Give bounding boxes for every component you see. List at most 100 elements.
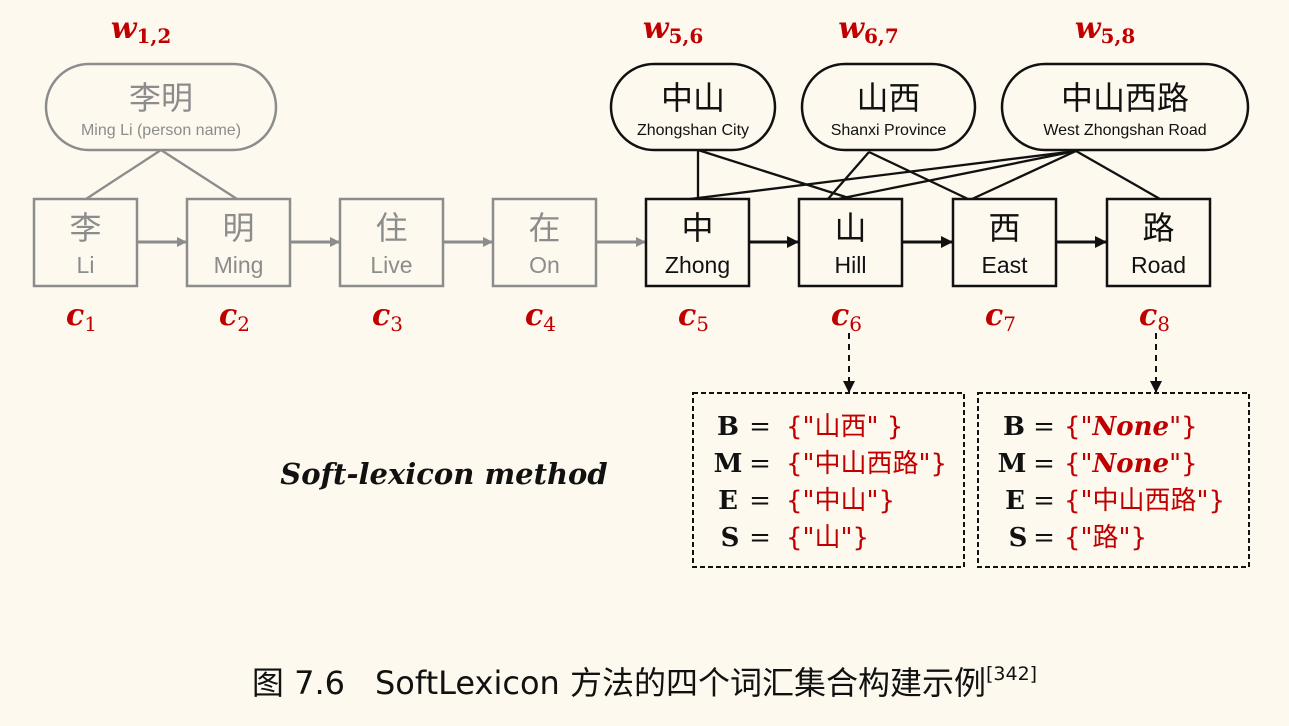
char-label: c5	[678, 298, 709, 336]
set-value: {"中山西路"}	[786, 449, 947, 479]
char-zh: 明	[222, 209, 254, 247]
word-char-edge	[689, 149, 1077, 201]
word-label: w6,7	[838, 11, 899, 48]
caption-text: SoftLexicon 方法的四个词汇集合构建示例	[374, 664, 986, 702]
word-char-edge	[697, 148, 853, 201]
char-zh: 路	[1142, 209, 1174, 247]
set-row-M: M={"None"}	[998, 449, 1198, 479]
word-zh: 中山西路	[1061, 79, 1189, 117]
char-box	[185, 197, 292, 288]
char-label: c1	[66, 298, 97, 336]
set-key: S	[721, 523, 740, 553]
set-value: {"None"}	[1064, 412, 1198, 442]
lexicon-set-c8: B={"None"}M={"None"}E={"中山西路"}S={"路"}	[977, 333, 1250, 568]
word-en: Shanxi Province	[831, 122, 947, 139]
char-label: c4	[525, 298, 556, 336]
set-key: S	[1009, 523, 1028, 553]
char-en: Zhong	[665, 252, 730, 278]
char-node-c3: 住 Live c3	[338, 197, 445, 336]
char-zh: 西	[988, 209, 1020, 247]
word-en: Zhongshan City	[637, 122, 749, 139]
set-equals: =	[1033, 412, 1055, 442]
word-label: w5,6	[643, 11, 704, 48]
set-value: {"中山西路"}	[1064, 486, 1225, 516]
set-key: M	[998, 449, 1027, 479]
char-box	[32, 197, 139, 288]
lexicon-set-c6: B={"山西" }M={"中山西路"}E={"中山"}S={"山"}	[692, 333, 965, 568]
set-row-S: S={"山"}	[721, 523, 869, 553]
figure-number: 图 7.6	[251, 664, 345, 702]
char-en: Road	[1131, 252, 1186, 278]
word-bubble	[800, 62, 977, 152]
char-label: c7	[985, 298, 1016, 336]
word-char-edge	[868, 150, 969, 201]
word-label: w1,2	[111, 11, 172, 48]
set-key: E	[1005, 486, 1025, 516]
char-en: On	[529, 252, 560, 278]
char-en: Live	[370, 252, 412, 278]
word-char-edge	[160, 149, 238, 200]
set-row-E: E={"中山西路"}	[1005, 486, 1225, 516]
set-key: B	[1003, 412, 1025, 442]
char-box	[951, 197, 1058, 288]
word-zh: 山西	[856, 79, 920, 117]
set-row-E: E = {"中山"}	[718, 486, 895, 516]
char-en: East	[981, 252, 1028, 278]
char-node-c7: 西 East c7	[951, 197, 1058, 336]
word-bubble	[44, 62, 278, 152]
figure-caption: 图 7.6 SoftLexicon 方法的四个词汇集合构建示例[342]	[0, 658, 1289, 704]
char-label: c2	[219, 298, 250, 336]
char-box	[338, 197, 445, 288]
char-label: c3	[372, 298, 403, 336]
set-equals: =	[1033, 523, 1055, 553]
char-node-c2: 明 Ming c2	[185, 197, 292, 336]
set-equals: =	[749, 412, 771, 442]
word-en: West Zhongshan Road	[1043, 122, 1206, 139]
method-label: Soft-lexicon method	[280, 457, 607, 491]
char-en: Hill	[835, 252, 867, 278]
set-value: {"路"}	[1064, 523, 1147, 553]
word-char-edge	[827, 151, 870, 200]
char-box	[491, 197, 598, 288]
set-equals: =	[1033, 449, 1055, 479]
char-label: c8	[1139, 298, 1170, 336]
char-node-c6: 山 Hill c6	[797, 197, 904, 336]
char-node-c1: 李 Li c1	[32, 197, 139, 336]
word-node-w12: 李明 Ming Li (person name) w1,2	[44, 11, 278, 152]
char-node-c4: 在 On c4	[491, 197, 598, 336]
word-char-edge	[971, 149, 1077, 201]
word-bubble	[1000, 62, 1250, 152]
set-equals: =	[749, 449, 771, 479]
char-node-c8: 路 Road c8	[1105, 197, 1212, 336]
char-node-c5: 中 Zhong c5	[644, 197, 751, 336]
set-key: E	[718, 486, 738, 516]
char-box	[797, 197, 904, 288]
char-en: Ming	[214, 252, 264, 278]
char-label: c6	[831, 298, 862, 336]
set-row-B: B = {"None"}	[1003, 412, 1198, 442]
set-box	[692, 392, 965, 568]
set-value: {"中山"}	[786, 486, 895, 516]
char-zh: 山	[834, 209, 866, 247]
word-en: Ming Li (person name)	[81, 122, 241, 139]
char-zh: 在	[528, 209, 560, 247]
set-equals: =	[749, 486, 771, 516]
char-zh: 李	[69, 209, 101, 247]
char-boxes: 李 Li c1 明 Ming c2 住 Live c3 在 On c4 中 Zhong c5 山 Hill c6 西…	[32, 197, 1212, 336]
citation: [342]	[985, 663, 1038, 685]
char-box	[644, 197, 751, 288]
set-key: M	[714, 449, 743, 479]
word-zh: 李明	[129, 79, 193, 117]
set-value: {"山"}	[786, 523, 869, 553]
char-en: Li	[77, 252, 95, 278]
word-char-edge	[1075, 150, 1161, 200]
char-zh: 住	[375, 209, 407, 247]
set-row-B: B={"山西" }	[717, 412, 903, 442]
word-label: w5,8	[1075, 11, 1136, 48]
set-box	[977, 392, 1250, 568]
set-row-S: S= {"路"}	[1009, 523, 1147, 553]
char-zh: 中	[681, 209, 713, 247]
